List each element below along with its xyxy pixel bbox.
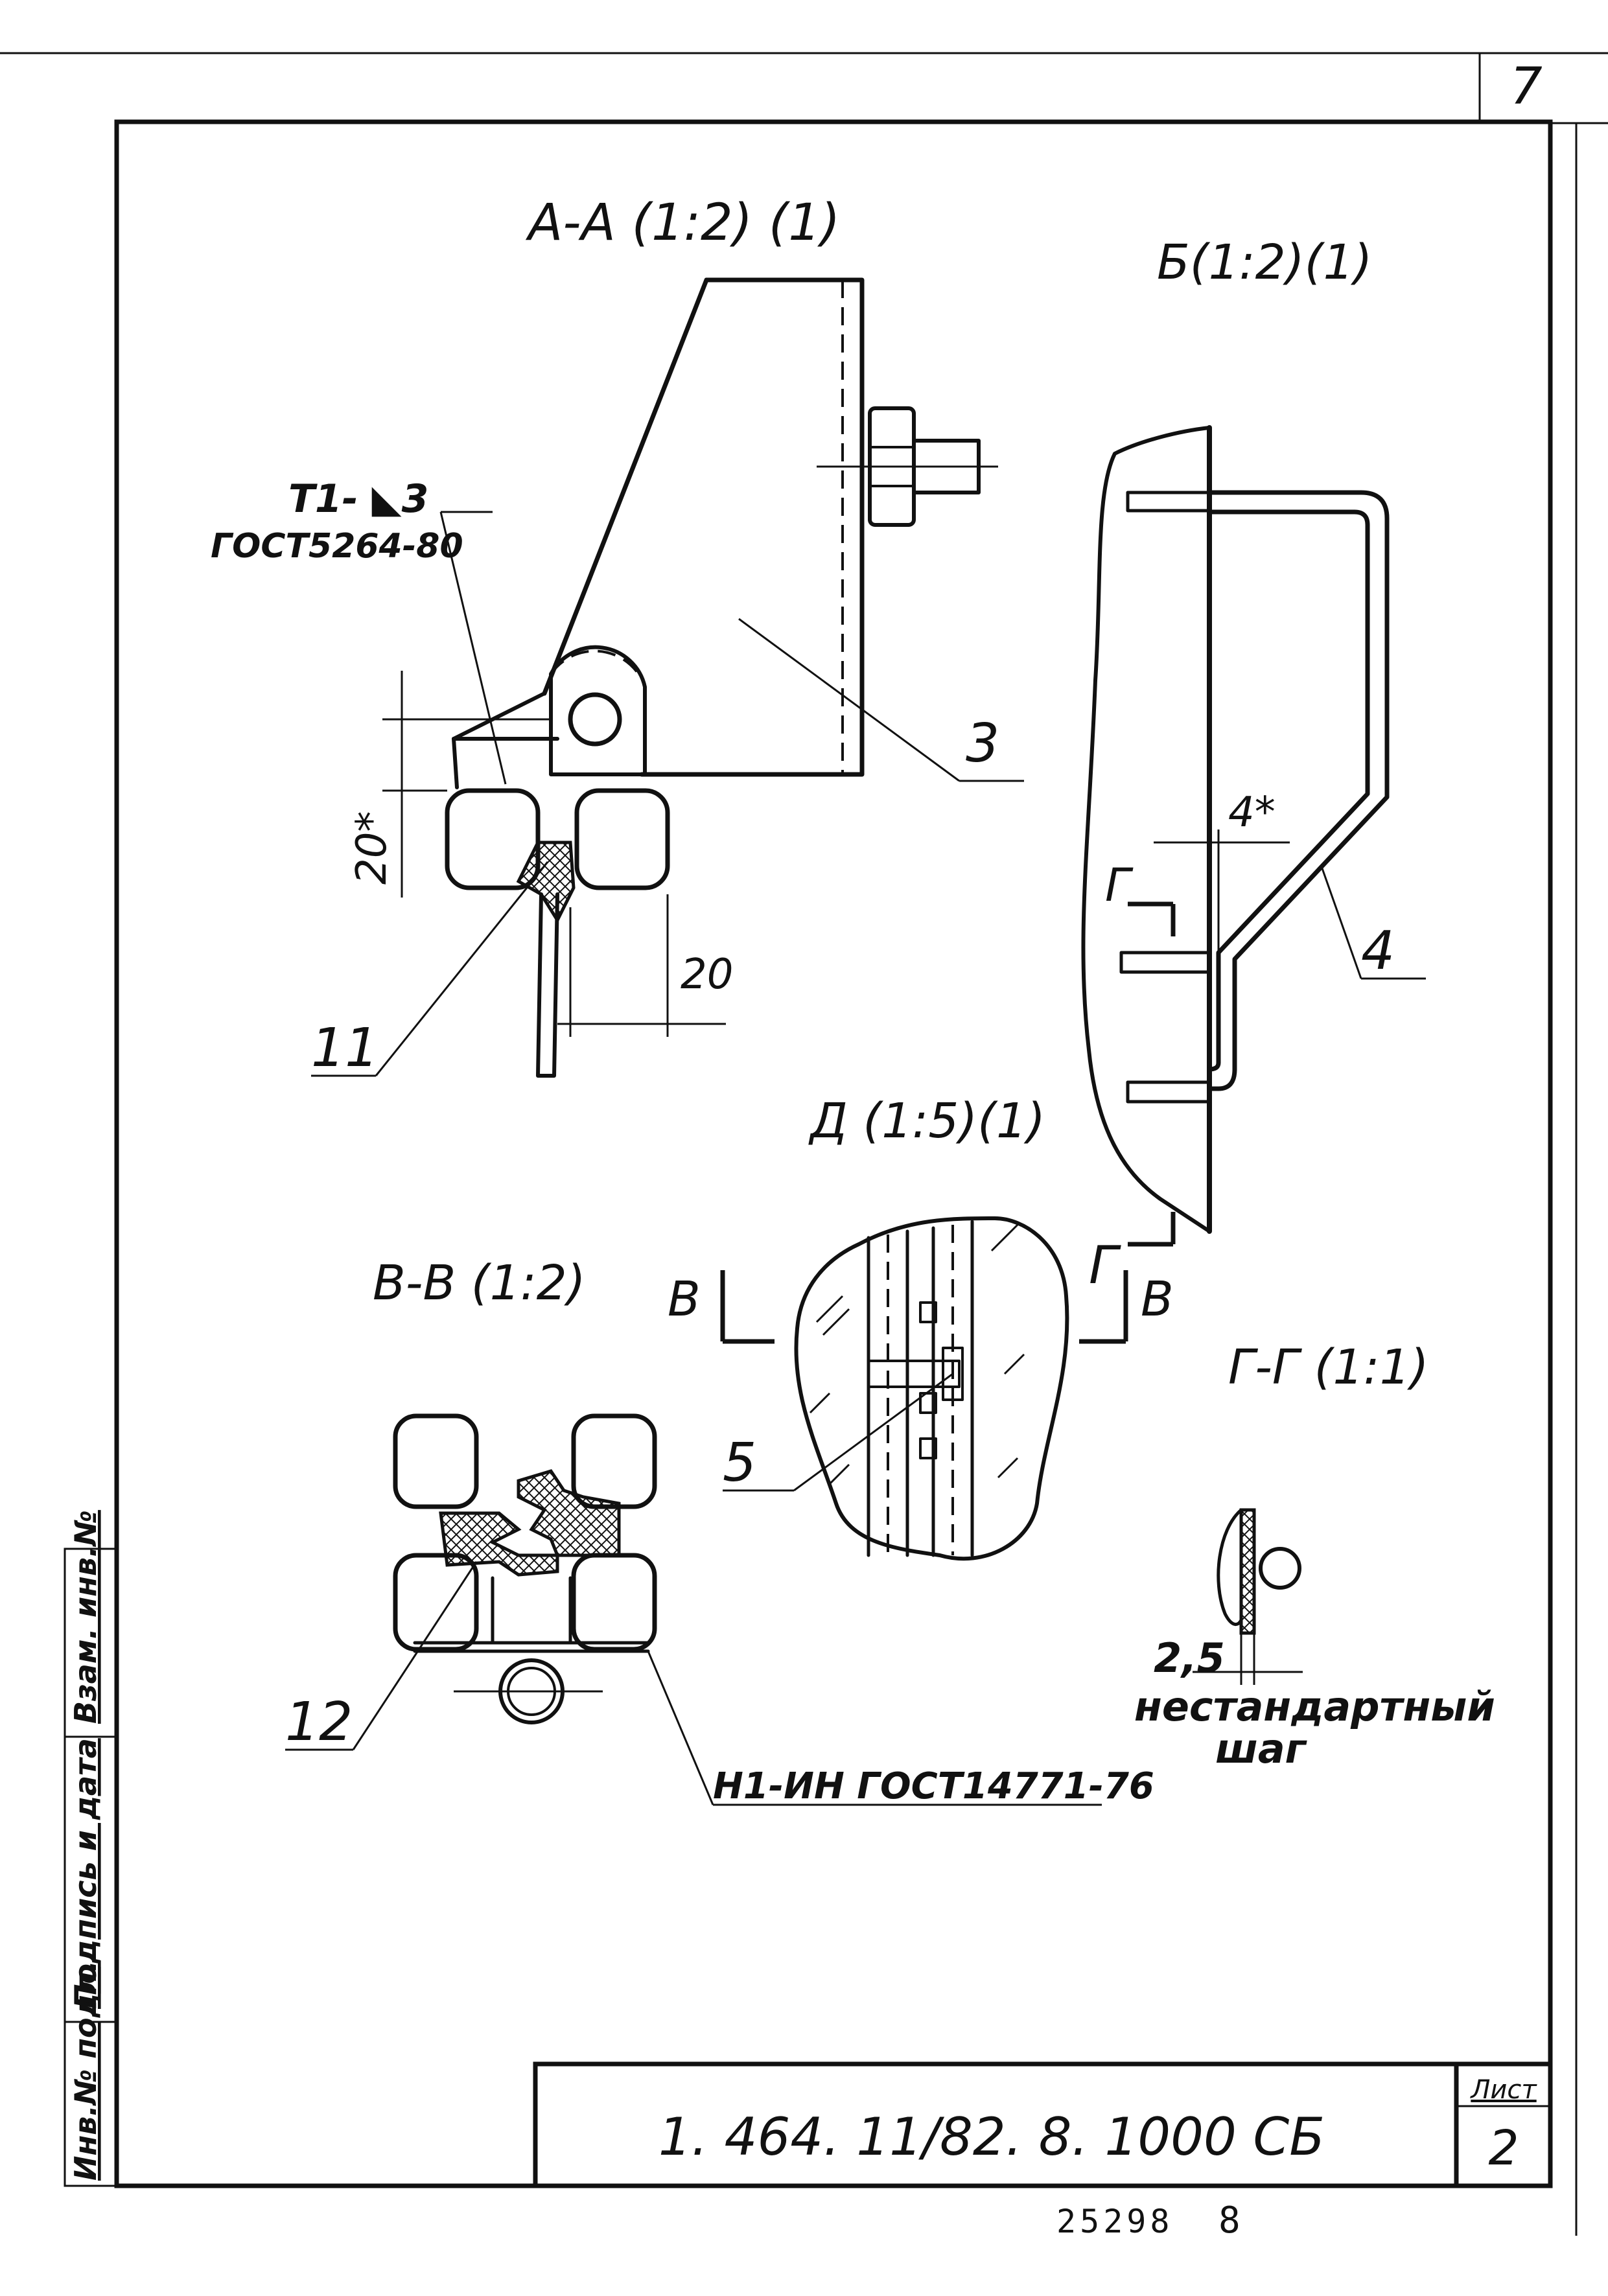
archive-suffix: 8 <box>1218 2199 1241 2242</box>
view-gg <box>1193 1508 1303 1685</box>
view-d-title: Д (1:5)(1) <box>808 1093 1045 1149</box>
dim-width-20: 20 <box>681 951 733 999</box>
dim-gap-4: 4* <box>1228 789 1276 837</box>
view-aa <box>311 277 1024 1078</box>
callout-11: 11 <box>311 1017 379 1079</box>
stamp-podpis-data: Подпись и дата <box>68 1738 103 2009</box>
sheet-number: 2 <box>1488 2120 1519 2176</box>
view-vv-title: В-В (1:2) <box>373 1255 586 1311</box>
view-b-title: Б(1:2)(1) <box>1157 235 1372 290</box>
seal-hatched <box>516 841 576 924</box>
plate-hatched <box>1239 1508 1256 1635</box>
callout-12: 12 <box>285 1691 353 1753</box>
stamp-vzam-inv: Взам. инв.№ <box>68 1510 103 1724</box>
sheet-frame <box>0 52 1608 2236</box>
callout-3: 3 <box>966 713 999 774</box>
view-gg-title: Г-Г (1:1) <box>1228 1339 1429 1395</box>
view-aa-title: А-А (1:2) (1) <box>525 194 840 252</box>
section-mark-g-bottom: Г <box>1089 1235 1121 1295</box>
dim-height-20: 20* <box>348 811 396 885</box>
drawing-designation: 1. 464. 11/82. 8. 1000 СБ <box>658 2107 1325 2167</box>
note-pitch: шаг <box>1215 1725 1308 1772</box>
weld-symbol: Т1- ◣3 <box>288 476 428 522</box>
archive-number: 25298 <box>1056 2203 1174 2240</box>
cut-mark-v-left: В <box>668 1271 701 1327</box>
stamp-inv-podl: Инв.№ подл. <box>68 1960 103 2181</box>
sheet-label: Лист <box>1469 2075 1537 2105</box>
view-b <box>1081 425 1426 1247</box>
note-nonstandard: нестандартный <box>1134 1683 1495 1730</box>
callout-5: 5 <box>723 1432 756 1494</box>
view-vv <box>285 1413 1102 1806</box>
callout-4: 4 <box>1361 920 1395 982</box>
dim-2-5: 2,5 <box>1154 1634 1225 1682</box>
section-mark-g-top: Г <box>1105 859 1134 912</box>
seal-profile-hatched-2 <box>517 1469 621 1557</box>
cut-mark-v-right: В <box>1141 1271 1174 1327</box>
page-number: 7 <box>1510 58 1543 116</box>
view-d <box>720 1216 1128 1561</box>
title-block <box>533 2061 1553 2188</box>
side-stamp <box>64 1548 118 2187</box>
weld-standard: ГОСТ5264-80 <box>211 527 463 566</box>
weld-note: Н1-ИН ГОСТ14771-76 <box>713 1765 1154 1807</box>
